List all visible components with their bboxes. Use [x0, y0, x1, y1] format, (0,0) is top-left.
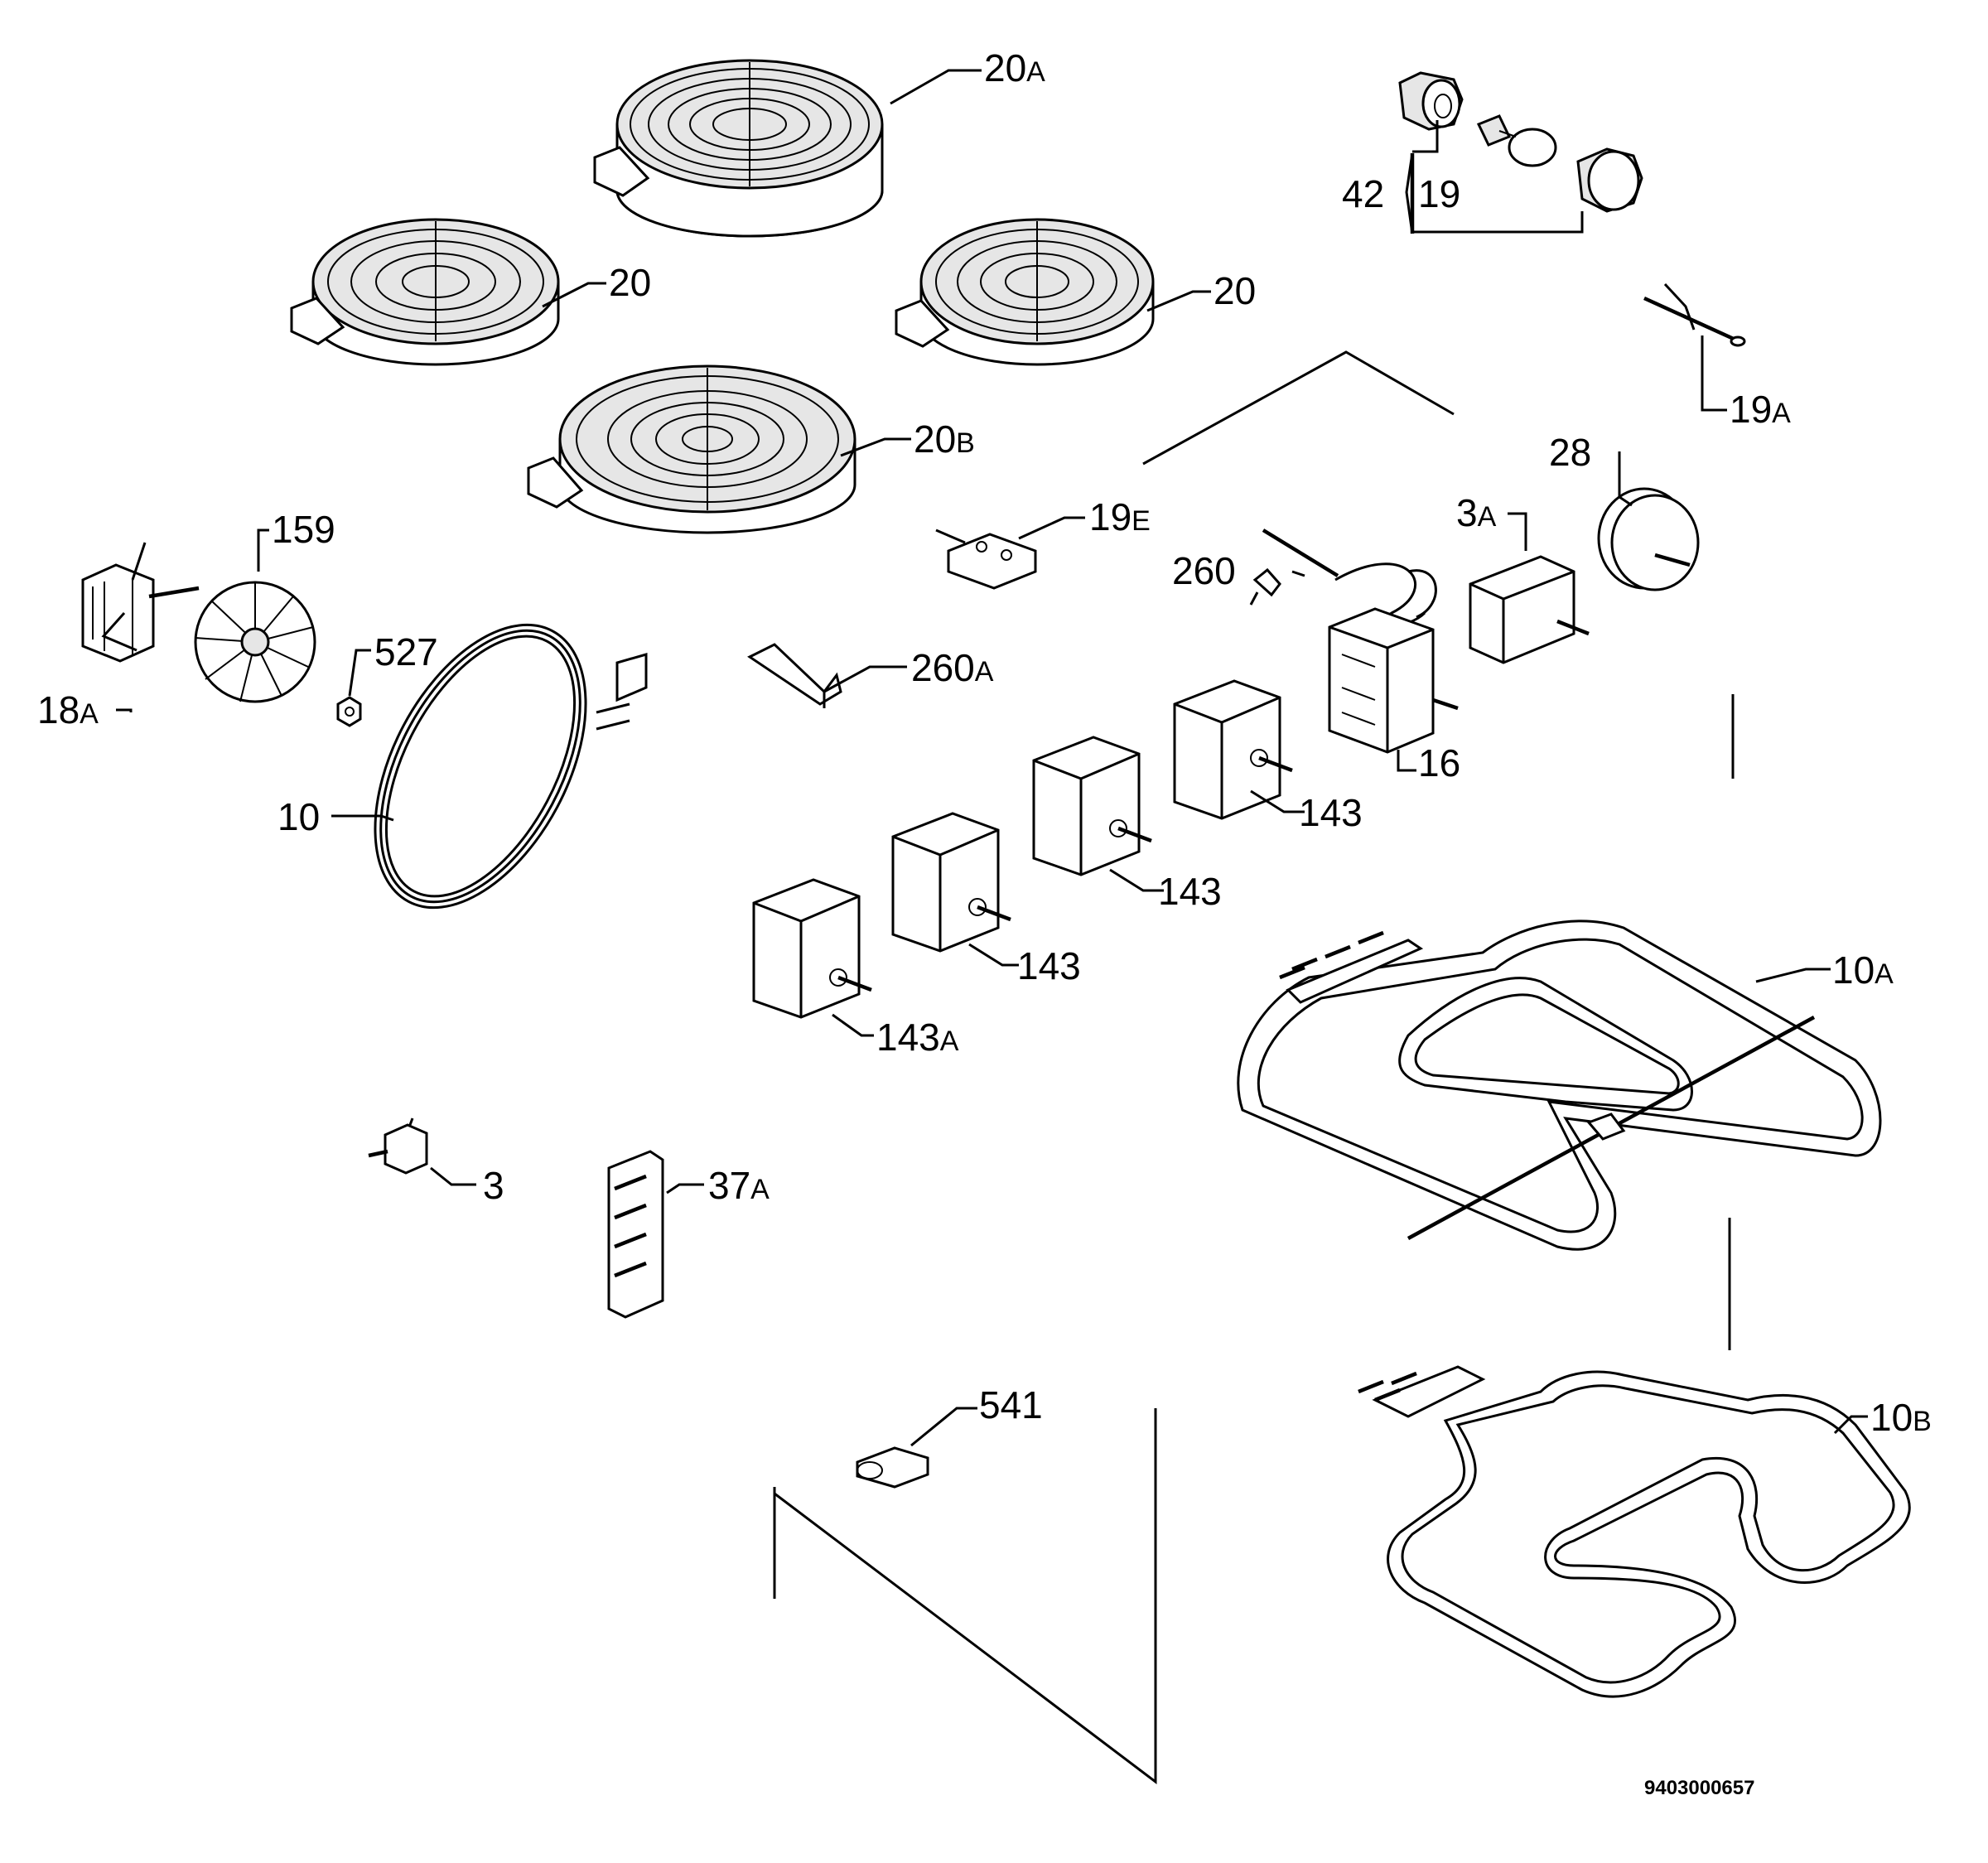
label-19E: 19E	[1089, 495, 1151, 538]
hob-plate-20B	[527, 364, 856, 534]
label-527: 527	[374, 630, 438, 673]
label-143-b: 143	[1158, 870, 1222, 913]
label-28: 28	[1549, 431, 1591, 474]
terminal-strip-37A	[607, 1150, 664, 1319]
label-20-left: 20	[609, 261, 651, 304]
label-143-a: 143	[1299, 791, 1363, 834]
label-3: 3	[483, 1164, 504, 1207]
energy-regulator-143-c	[891, 812, 1011, 953]
assembly-guide-lines	[773, 350, 1735, 1785]
fan-blade-159	[194, 581, 316, 703]
label-159: 159	[272, 508, 335, 551]
label-42: 42	[1342, 172, 1384, 215]
energy-regulator-143-a	[1173, 679, 1293, 820]
label-37A: 37A	[708, 1164, 770, 1207]
label-19A: 19A	[1730, 388, 1791, 431]
bottom-heater-element-10B	[1358, 1365, 1911, 1698]
clip-260	[1249, 567, 1281, 606]
selector-switch-16	[1328, 607, 1459, 754]
door-switch-3	[368, 1117, 428, 1175]
lamp-brace	[1405, 120, 1584, 234]
label-20-right: 20	[1214, 269, 1256, 312]
label-260A: 260A	[911, 646, 994, 689]
document-code: 9403000657	[1644, 1777, 1754, 1799]
connector-541	[856, 1446, 929, 1489]
oven-lamp-assembly	[1398, 71, 1643, 213]
label-143A: 143A	[876, 1016, 959, 1059]
label-541: 541	[979, 1383, 1043, 1426]
thermostat-3A	[1262, 528, 1590, 664]
part-labels: 20A 20 20 20B 42 19 19A 28 3A 19E 260 15…	[37, 46, 1932, 1439]
timer-knob-28	[1597, 487, 1700, 591]
hob-plate-20-left	[290, 218, 560, 366]
label-10B: 10B	[1870, 1396, 1932, 1439]
label-20A: 20A	[984, 46, 1045, 89]
leader-lines	[116, 69, 1868, 1447]
label-20B: 20B	[914, 417, 975, 461]
bracket-260A	[747, 643, 842, 708]
circular-heater-element-10	[374, 623, 648, 910]
label-143-c: 143	[1017, 944, 1081, 987]
label-10: 10	[277, 795, 320, 838]
label-3A: 3A	[1456, 491, 1497, 534]
label-16: 16	[1418, 741, 1460, 784]
temperature-sensor-19A	[1643, 282, 1746, 347]
terminal-block-19E	[935, 528, 1037, 590]
label-260: 260	[1172, 549, 1236, 592]
grill-heater-element-10A	[1237, 919, 1882, 1251]
label-19: 19	[1418, 172, 1460, 215]
label-18A: 18A	[37, 688, 99, 731]
fan-motor-18A	[81, 542, 200, 663]
hob-plate-20A	[593, 59, 884, 238]
label-10A: 10A	[1832, 948, 1894, 992]
energy-regulator-143-b	[1032, 736, 1152, 876]
energy-regulator-143A	[752, 878, 872, 1019]
hob-plate-20-right	[895, 218, 1155, 366]
nut-527	[336, 696, 362, 727]
